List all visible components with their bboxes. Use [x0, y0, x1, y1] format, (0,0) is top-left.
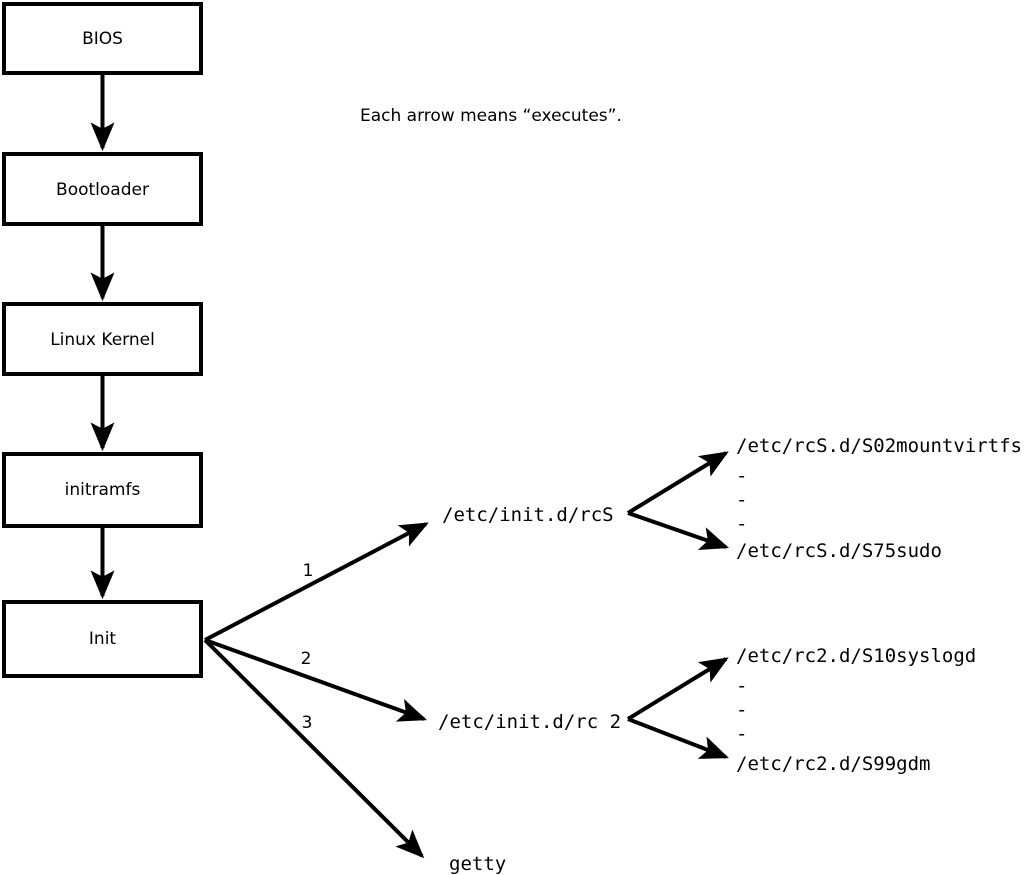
- text-node-rc2-first-script[interactable]: /etc/rc2.d/S10syslogd: [736, 645, 976, 667]
- ellipsis-mark-rc2-2: -: [736, 699, 747, 721]
- arrow-init-to-rcs: [204, 522, 429, 642]
- box-outline-initramfs: [2, 452, 203, 528]
- text-node-rcs-first-script[interactable]: /etc/rcS.d/S02mountvirtfs: [736, 435, 1022, 457]
- edge-label-2: 2: [301, 649, 312, 669]
- arrow-rc2-to-first-script: [626, 657, 729, 721]
- box-label-init: Init: [89, 629, 117, 649]
- arrow-rcs-to-last-script: [627, 511, 730, 550]
- ellipsis-mark-rc2-1: -: [736, 675, 747, 697]
- arrow-init-to-rc2: [204, 638, 428, 722]
- box-label-bios: BIOS: [82, 29, 123, 49]
- box-outline-bootloader: [2, 152, 203, 226]
- text-node-rc2-last-script[interactable]: /etc/rc2.d/S99gdm: [736, 753, 930, 775]
- ellipsis-mark-rcs-1: -: [736, 465, 747, 487]
- box-label-initramfs: initramfs: [65, 480, 141, 500]
- ellipsis-mark-rcs-2: -: [736, 489, 747, 511]
- process-box-initramfs[interactable]: initramfs: [2, 452, 203, 528]
- ellipsis-mark-rcs-3: -: [736, 513, 747, 535]
- process-box-bios[interactable]: BIOS: [2, 2, 203, 75]
- process-box-linux-kernel[interactable]: Linux Kernel: [2, 302, 203, 376]
- arrow-rc2-to-last-script: [627, 717, 729, 759]
- box-label-linux-kernel: Linux Kernel: [50, 330, 155, 350]
- edge-label-1: 1: [303, 561, 314, 581]
- box-label-bootloader: Bootloader: [56, 180, 149, 200]
- process-box-bootloader[interactable]: Bootloader: [2, 152, 203, 226]
- box-outline-linux-kernel: [2, 302, 203, 376]
- arrow-init-to-getty: [203, 638, 425, 859]
- text-node-rcs-last-script[interactable]: /etc/rcS.d/S75sudo: [736, 540, 942, 562]
- arrow-rcs-to-first-script: [626, 451, 729, 515]
- process-box-init[interactable]: Init: [2, 600, 203, 678]
- text-node-getty[interactable]: getty: [449, 853, 506, 875]
- text-node-rc2[interactable]: /etc/init.d/rc 2: [438, 711, 621, 733]
- text-node-rcs[interactable]: /etc/init.d/rcS: [442, 504, 614, 526]
- box-outline-bios: [2, 2, 203, 75]
- diagram-caption: Each arrow means “executes”.: [360, 106, 622, 126]
- edge-label-3: 3: [302, 713, 313, 733]
- box-outline-init: [2, 600, 203, 678]
- ellipsis-mark-rc2-3: -: [736, 723, 747, 745]
